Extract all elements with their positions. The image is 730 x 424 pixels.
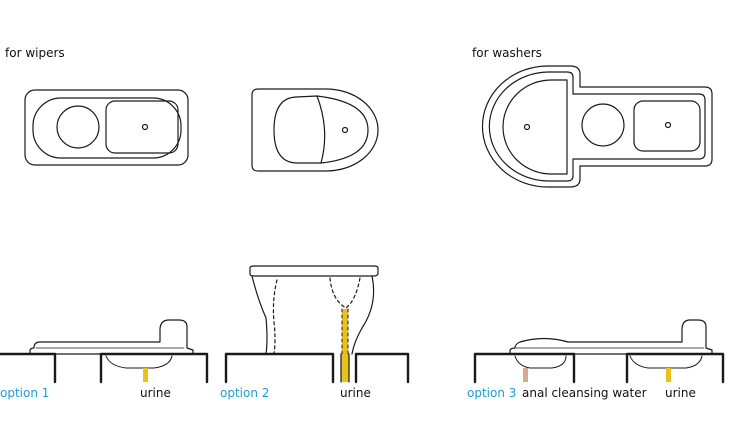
label-urine-2: urine	[340, 386, 371, 400]
label-for-wipers: for wipers	[5, 46, 65, 60]
anal-water-pipe	[523, 368, 528, 382]
top-view-washer-pan	[481, 65, 713, 188]
label-option-1: option 1	[0, 386, 50, 400]
top-view-pedestal-toilet	[251, 88, 379, 172]
label-for-washers: for washers	[472, 46, 542, 60]
label-option-3: option 3	[467, 386, 517, 400]
label-option-2: option 2	[220, 386, 270, 400]
urine-pipe-1	[143, 368, 148, 382]
section-option-3	[473, 319, 725, 384]
urine-pipe-3	[666, 368, 671, 382]
top-view-wiper-pan	[24, 89, 189, 166]
urine-pipe-2-upper	[342, 309, 348, 354]
urine-pipe-2	[341, 354, 349, 382]
label-urine-1: urine	[140, 386, 171, 400]
section-option-2	[224, 265, 410, 384]
label-urine-3: urine	[665, 386, 696, 400]
label-anal-cleansing-water: anal cleansing water	[522, 386, 647, 400]
section-option-1	[0, 319, 209, 384]
